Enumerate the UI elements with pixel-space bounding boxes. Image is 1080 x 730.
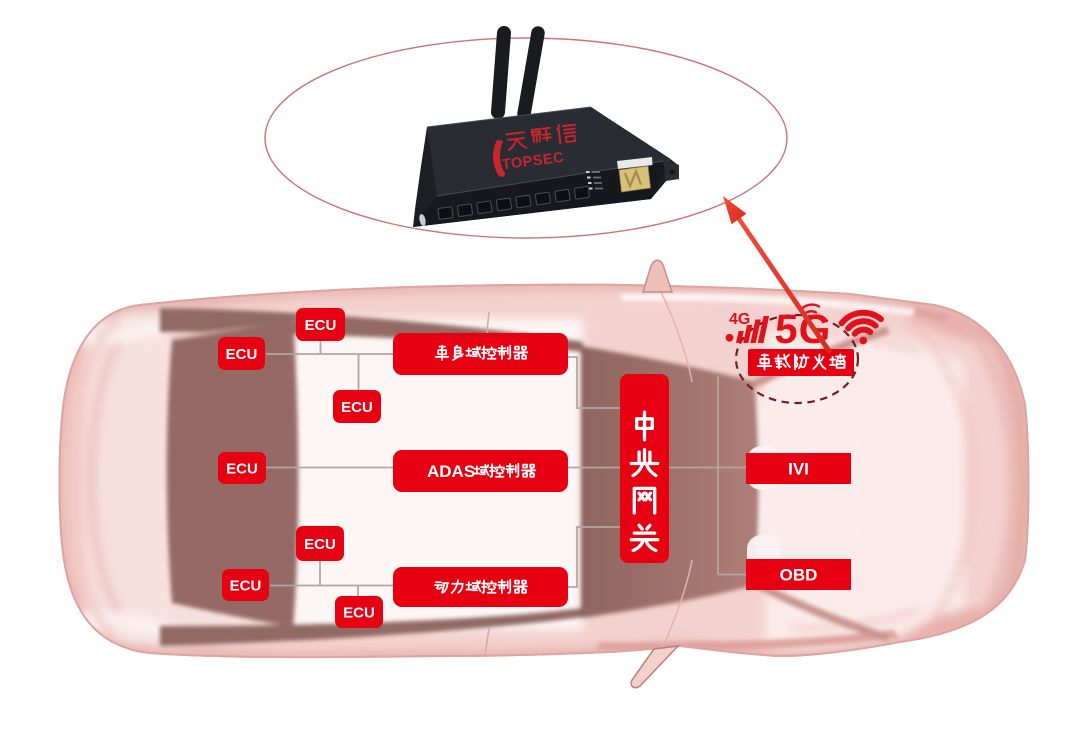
svg-text:ECU: ECU: [341, 399, 373, 416]
svg-text:ECU: ECU: [226, 346, 258, 363]
svg-text:OBD: OBD: [780, 566, 818, 585]
svg-text:ECU: ECU: [305, 317, 337, 334]
svg-text:ADAS: ADAS: [427, 462, 475, 481]
svg-text:TOPSEC: TOPSEC: [501, 150, 565, 173]
svg-text:IVI: IVI: [788, 460, 809, 479]
svg-text:ECU: ECU: [226, 461, 258, 478]
svg-text:4G: 4G: [729, 311, 750, 328]
svg-text:ECU: ECU: [343, 605, 375, 622]
svg-text:ECU: ECU: [230, 578, 262, 595]
svg-text:ECU: ECU: [304, 536, 336, 553]
